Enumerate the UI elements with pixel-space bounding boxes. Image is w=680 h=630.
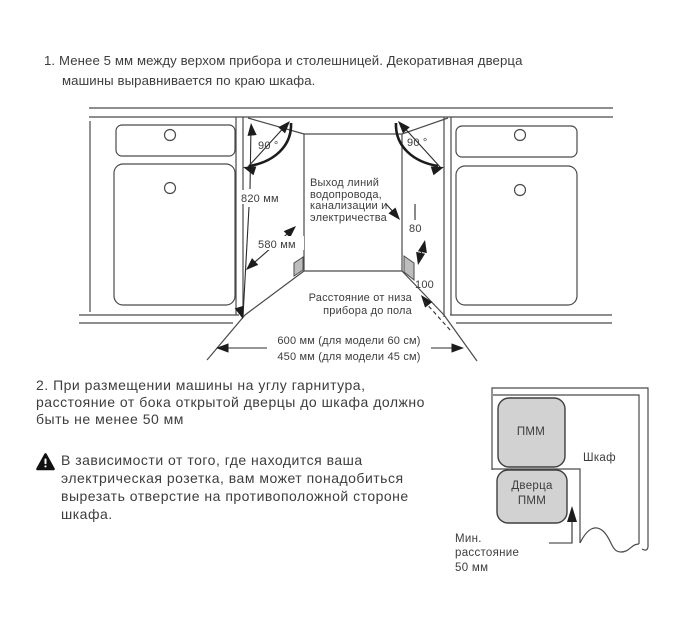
- instruction-item-1: 1. Менее 5 мм между верхом прибора и сто…: [44, 51, 523, 91]
- right-cabinet-door: [455, 165, 578, 306]
- dimension-450mm-label: 450 мм (для модели 45 см): [277, 351, 420, 363]
- floor-lines: [79, 314, 612, 324]
- warning-text: В зависимости от того, где находится ваш…: [61, 451, 409, 523]
- utility-panel-left: [293, 256, 304, 277]
- warning-note: В зависимости от того, где находится ваш…: [36, 451, 409, 523]
- utilities-note: Выход линий водопровода, канализации и э…: [310, 177, 404, 224]
- dimension-580mm: 580 мм: [242, 222, 304, 274]
- utility-panel-right: [403, 255, 415, 282]
- corner-dimensions: 80 100: [409, 204, 452, 332]
- dimension-580mm-label: 580 мм: [258, 239, 296, 251]
- corner-cabinet-outline: [491, 387, 649, 553]
- niche-back-wall: [206, 117, 478, 362]
- countertop: [89, 107, 613, 118]
- right-cabinet-drawer: [455, 125, 578, 158]
- dimension-100-label: 100: [415, 279, 434, 291]
- warning-text-line: В зависимости от того, где находится ваш…: [61, 452, 363, 468]
- door-angle-right: 90 °: [394, 117, 446, 176]
- dishwasher-door-block: [496, 469, 568, 524]
- utilities-note-line: Выход линий: [310, 177, 379, 189]
- floor-distance-note: Расстояние от низа прибора до пола: [309, 292, 413, 317]
- right-cabinet: [443, 117, 578, 317]
- left-cabinet-drawer: [115, 124, 236, 157]
- corner-placement-diagram: ПММ Дверца ПММ Шкаф Мин. расстояние 50 м…: [455, 387, 649, 574]
- dishwasher-door-label-line: ПММ: [518, 495, 546, 507]
- floor-distance-line: прибора до пола: [323, 305, 413, 317]
- door-angle-left: 90 °: [241, 117, 294, 176]
- warning-text-line: вырезать отверстие на противоположной ст…: [61, 488, 409, 504]
- left-door-knob-icon: [163, 181, 177, 195]
- warning-triangle-icon: [36, 453, 55, 476]
- dimension-80-label: 80: [409, 223, 422, 235]
- left-cabinet: [89, 117, 244, 317]
- dishwasher-label: ПММ: [517, 426, 545, 438]
- instruction-item-1-line: 1. Менее 5 мм между верхом прибора и сто…: [44, 53, 523, 68]
- instruction-item-1-line: машины выравнивается по краю шкафа.: [62, 73, 316, 88]
- cutoff-wave: [579, 527, 640, 553]
- instruction-item-2-line: быть не менее 50 мм: [36, 411, 184, 427]
- door-angle-left-label: 90 °: [258, 140, 279, 152]
- dimension-600mm-label: 600 мм (для модели 60 см): [277, 335, 420, 347]
- dishwasher-door-label-line: Дверца: [511, 480, 553, 492]
- utilities-note-line: канализации и: [310, 200, 387, 212]
- dishwasher-block: [497, 397, 566, 468]
- min-distance-line: 50 мм: [455, 562, 488, 574]
- dimension-width: 600 мм (для модели 60 см) 450 мм (для мо…: [216, 335, 464, 363]
- left-drawer-knob-icon: [163, 128, 177, 142]
- door-angle-right-label: 90 °: [407, 137, 428, 149]
- dimension-820mm-label: 820 мм: [241, 193, 279, 205]
- installation-niche-diagram: 820 мм 580 мм 90 °: [79, 107, 613, 363]
- cabinet-label: Шкаф: [583, 452, 616, 464]
- min-distance-line: расстояние: [455, 547, 519, 559]
- utilities-note-line: водопровода,: [310, 189, 382, 201]
- warning-text-line: шкафа.: [61, 506, 113, 522]
- right-door-knob-icon: [513, 183, 527, 197]
- floor-distance-line: Расстояние от низа: [309, 292, 413, 304]
- warning-text-line: электрическая розетка, вам может понадоб…: [61, 470, 404, 486]
- instruction-item-2: 2. При размещении машины на углу гарниту…: [36, 377, 425, 428]
- instruction-item-2-line: 2. При размещении машины на углу гарниту…: [36, 377, 366, 393]
- min-distance-annotation: Мин. расстояние 50 мм: [455, 506, 577, 574]
- dimension-820mm: 820 мм: [234, 122, 286, 321]
- utilities-note-line: электричества: [310, 212, 388, 224]
- left-cabinet-door: [113, 163, 236, 306]
- instruction-item-2-line: расстояние от бока открытой дверцы до шк…: [36, 394, 425, 410]
- min-distance-line: Мин.: [455, 533, 482, 545]
- right-drawer-knob-icon: [513, 128, 527, 142]
